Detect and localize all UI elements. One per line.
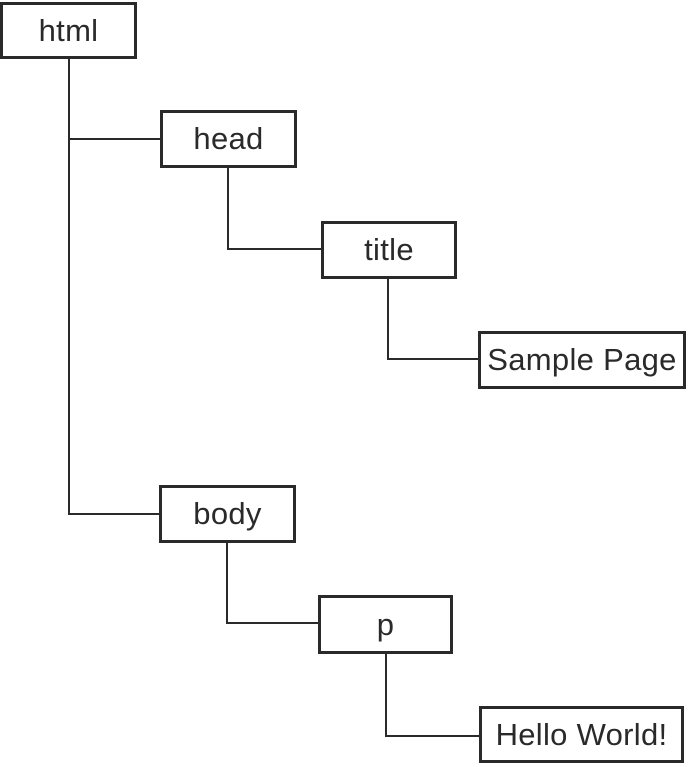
- node-text-sample-page-label: Sample Page: [487, 342, 677, 377]
- node-head-label: head: [193, 121, 264, 156]
- node-text-hello-world-label: Hello World!: [495, 716, 668, 752]
- node-html: html: [0, 2, 137, 59]
- connector-body-p-horizontal: [226, 622, 318, 624]
- node-title-label: title: [364, 232, 414, 267]
- connector-html-head-horizontal: [68, 138, 160, 140]
- node-body: body: [159, 485, 296, 543]
- connector-title-sample-horizontal: [387, 358, 478, 360]
- connector-title-sample-vertical: [387, 279, 389, 360]
- connector-body-p-vertical: [226, 543, 228, 623]
- node-text-sample-page: Sample Page: [478, 331, 686, 389]
- node-body-label: body: [193, 496, 262, 531]
- node-p: p: [318, 595, 453, 654]
- node-title: title: [321, 221, 457, 279]
- connector-html-trunk-vertical: [68, 59, 70, 515]
- node-html-label: html: [38, 12, 99, 48]
- connector-p-hello-vertical: [385, 654, 387, 737]
- connector-html-body-horizontal: [68, 513, 159, 515]
- node-p-label: p: [376, 606, 395, 642]
- node-head: head: [160, 110, 297, 168]
- connector-head-title-horizontal: [227, 248, 321, 250]
- node-text-hello-world: Hello World!: [479, 706, 684, 763]
- connector-head-title-vertical: [227, 168, 229, 249]
- connector-p-hello-horizontal: [385, 735, 479, 737]
